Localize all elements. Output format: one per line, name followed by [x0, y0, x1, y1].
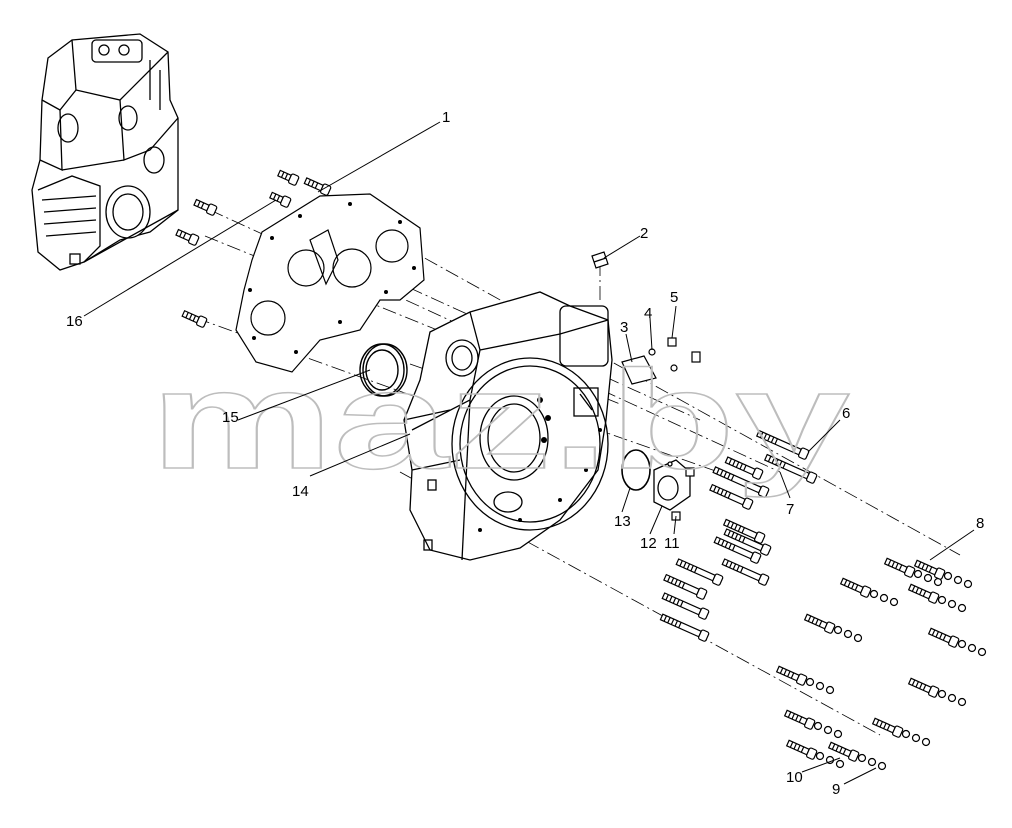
watermark: maz.by: [149, 340, 851, 499]
long-bolt-2: [763, 453, 818, 484]
callout-10: 10: [786, 769, 803, 786]
round-cover: [653, 459, 691, 511]
long-bolt-8: [675, 558, 724, 586]
stud-2: [913, 559, 946, 580]
callout-1: 1: [442, 109, 450, 126]
stud-9: [783, 709, 816, 730]
callout-5: 5: [670, 289, 678, 306]
stud-8-nut: [937, 689, 947, 699]
long-bolt-1: [755, 429, 810, 460]
stud-4-nut: [937, 595, 947, 605]
stud-5-nut: [843, 629, 853, 639]
stud-5-nut: [853, 633, 863, 643]
long-bolt-3: [712, 466, 770, 498]
stud-6-nut: [957, 639, 967, 649]
gasket-bolt-5: [175, 228, 200, 246]
long-bolt-5: [709, 483, 754, 510]
long-bolt-4: [724, 456, 764, 480]
long-bolt-7: [723, 528, 772, 556]
stud-11-nut: [815, 751, 825, 761]
stud-11: [785, 739, 818, 760]
stud-3-nut: [869, 589, 879, 599]
long-bolt-6: [713, 536, 762, 564]
stud-3-nut: [889, 597, 899, 607]
stud-12-nut: [867, 757, 877, 767]
stud-1-nut: [913, 569, 923, 579]
callout-15: 15: [222, 409, 239, 426]
stud-3-nut: [879, 593, 889, 603]
stud-8-nut: [957, 697, 967, 707]
long-bolts: [659, 429, 818, 642]
stud-7: [775, 665, 808, 686]
stud-4: [907, 583, 940, 604]
gasket-bolt-2: [303, 177, 332, 196]
stud-12-nut: [857, 753, 867, 763]
gasket-plate: [235, 193, 425, 373]
gasket-bolts: [175, 169, 332, 328]
o-ring: [621, 449, 651, 491]
stud-10-nut: [921, 737, 931, 747]
stud-4-nut: [947, 599, 957, 609]
long-bolt-10: [661, 592, 710, 620]
stud-5-nut: [833, 625, 843, 635]
stud-10: [871, 717, 904, 738]
callout-3: 3: [620, 319, 628, 336]
callout-6: 6: [842, 405, 850, 422]
callout-4: 4: [644, 305, 652, 322]
stud-9-nut: [823, 725, 833, 735]
plug: [591, 251, 609, 269]
flywheel-housing: [403, 291, 613, 561]
stud-12-nut: [877, 761, 887, 771]
engine-block-inset: [31, 33, 179, 271]
stud-9-nut: [813, 721, 823, 731]
stud-10-nut: [911, 733, 921, 743]
stud-10-nut: [901, 729, 911, 739]
callout-14: 14: [292, 483, 309, 500]
callouts: 1 2 3 4 5 6 7 8 9 10 11 12 13 14 15 16: [66, 109, 984, 798]
stud-5: [803, 613, 836, 634]
callout-16: 16: [66, 313, 83, 330]
long-bolt-9: [721, 558, 770, 586]
callout-11: 11: [664, 535, 680, 552]
stud-2-nut: [943, 571, 953, 581]
stud-8: [907, 677, 940, 698]
callout-2: 2: [640, 225, 648, 242]
gasket-bolt-1: [277, 169, 300, 186]
stud-1-nut: [923, 573, 933, 583]
stud-9-nut: [833, 729, 843, 739]
long-bolt-12: [663, 573, 708, 600]
callout-12: 12: [640, 535, 657, 552]
callout-8: 8: [976, 515, 984, 532]
stud-11-nut: [835, 759, 845, 769]
stud-2-nut: [963, 579, 973, 589]
leader-lines: [83, 121, 975, 785]
stud-1: [883, 557, 916, 578]
seal-ring: [359, 343, 408, 397]
gasket-bolt-6: [181, 309, 208, 328]
stud-12: [827, 741, 860, 762]
long-bolt-13: [722, 518, 766, 544]
stud-6: [927, 627, 960, 648]
stud-2-nut: [953, 575, 963, 585]
gasket-bolt-4: [269, 191, 292, 208]
stud-7-nut: [815, 681, 825, 691]
stud-bolts: [775, 557, 987, 771]
stud-7-nut: [805, 677, 815, 687]
stud-6-nut: [977, 647, 987, 657]
stud-3: [839, 577, 872, 598]
stud-6-nut: [967, 643, 977, 653]
callout-13: 13: [614, 513, 631, 530]
gasket-bolt-3: [193, 198, 218, 216]
stud-4-nut: [957, 603, 967, 613]
stud-8-nut: [947, 693, 957, 703]
callout-7: 7: [786, 501, 794, 518]
callout-9: 9: [832, 781, 840, 798]
stud-7-nut: [825, 685, 835, 695]
long-bolt-11: [659, 613, 710, 642]
watermark-text: maz.by: [150, 341, 850, 498]
